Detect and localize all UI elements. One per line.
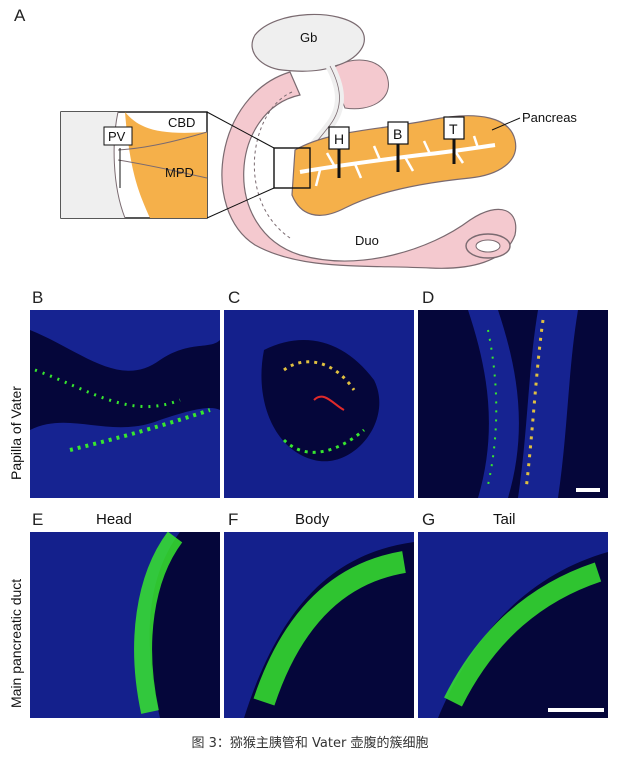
pv-label: PV [108,129,126,144]
panel-label-c: C [228,288,241,307]
scale-bar-cd [576,488,600,492]
pancreas-label: Pancreas [522,110,577,125]
micrograph-g-image [418,532,608,718]
micrograph-d [418,310,608,498]
column-title-body: Body [295,511,330,528]
gb-label: Gb [300,30,317,45]
figure-caption: 图 3：猕猴主胰管和 Vater 壶腹的簇细胞 [191,736,429,751]
micrograph-b [30,310,220,498]
column-title-tail: Tail [493,511,516,528]
micrograph-f [224,532,414,718]
pancreas-diagram: PV CBD MPD Gb Duo Pancreas H B T [60,13,577,269]
micrograph-e [30,532,220,718]
duo-label: Duo [355,233,379,248]
micrograph-d-image [418,310,608,498]
micrograph-c-image [224,310,414,498]
panel-label-d: D [422,288,435,307]
mpd-label: MPD [165,165,194,180]
t-marker-label: T [449,121,458,137]
panel-label-a: A [14,6,26,25]
pv-label-box [103,126,133,146]
panel-label-g: G [422,510,436,529]
micrograph-f-image [224,532,414,718]
micrograph-c [224,310,414,498]
zoom-box [273,147,311,189]
h-marker-label: H [334,131,344,147]
main-pancreatic-duct [299,143,496,174]
b-marker-label: B [393,126,402,142]
micrograph-b-image [30,310,220,498]
panel-label-e: E [32,510,44,529]
cbd-label: CBD [168,115,195,130]
panel-label-f: F [228,510,239,529]
scale-bar-fg [548,708,604,712]
gallbladder-shape [251,13,365,72]
micrograph-g [418,532,608,718]
row-label-papilla: Papilla of Vater [8,386,24,480]
panel-label-b: B [32,288,44,307]
micrograph-e-image [30,532,220,718]
row-label-main-duct: Main pancreatic duct [8,578,24,708]
column-title-head: Head [96,511,132,528]
